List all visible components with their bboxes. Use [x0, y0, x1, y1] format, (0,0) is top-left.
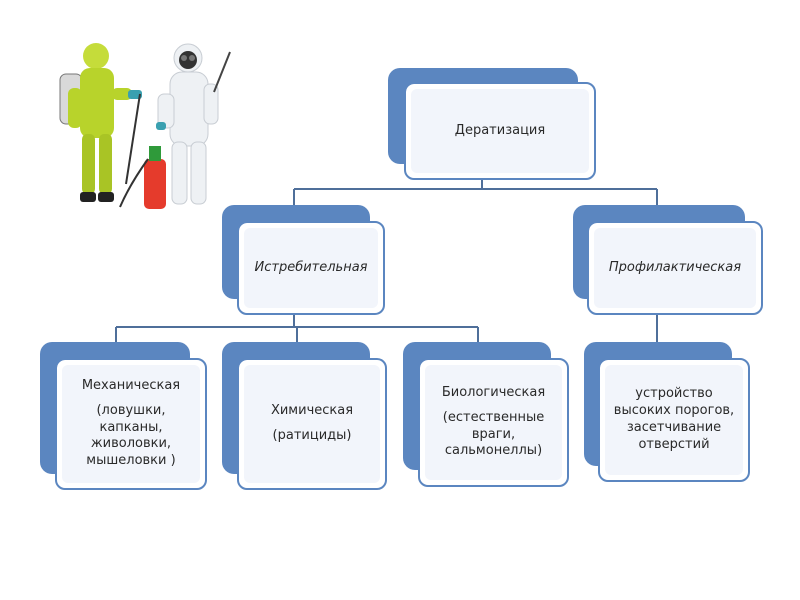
node-biological-label: Биологическая [441, 384, 546, 400]
node-prevention-measures: устройство высоких порогов, засетчивание… [584, 342, 750, 482]
hazmat-workers-illustration [59, 43, 231, 209]
node-mechanical-label: Механическая [81, 377, 181, 393]
node-deratization: Дератизация [388, 68, 596, 180]
node-prevention-label: Профилактическая [608, 259, 742, 275]
node-extermination: Истребительная [222, 205, 385, 315]
node-deratization-label: Дератизация [454, 122, 546, 138]
sprayer-tank-icon [119, 146, 166, 209]
white-suit-worker-icon [156, 43, 231, 205]
node-biological-detail: (естественные враги, сальмонеллы) [442, 409, 545, 459]
node-chemical-detail: (ратициды) [272, 428, 352, 443]
node-prevention-measures-label: устройство высоких порогов, засетчивание… [613, 386, 735, 452]
node-prevention: Профилактическая [573, 205, 763, 315]
node-extermination-label: Истребительная [254, 259, 368, 275]
node-mechanical-detail: (ловушки, капканы, живоловки, мышеловки … [86, 402, 176, 469]
yellow-suit-worker-icon [59, 43, 142, 202]
node-biological: Биологическая (естественные враги, сальм… [403, 342, 569, 487]
node-mechanical: Механическая (ловушки, капканы, живоловк… [40, 342, 207, 490]
node-chemical-label: Химическая [270, 403, 354, 419]
node-chemical: Химическая (ратициды) [222, 342, 387, 490]
